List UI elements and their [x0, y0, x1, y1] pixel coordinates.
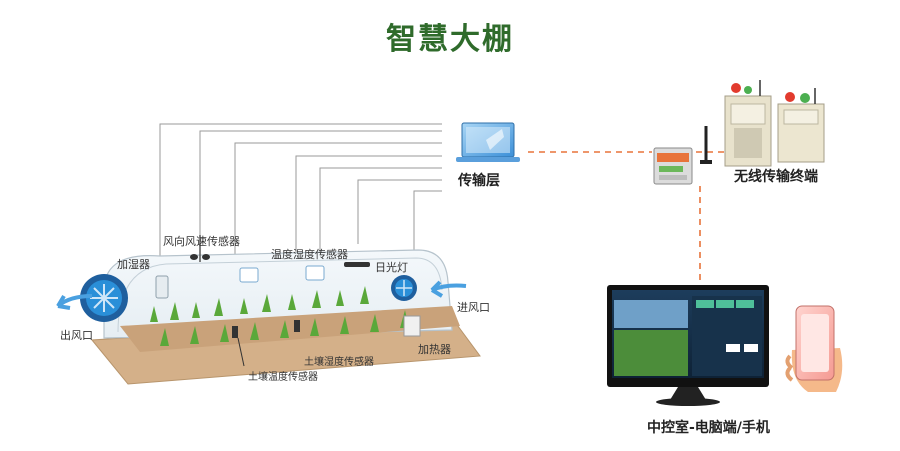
outlet-arrow-icon [56, 294, 93, 310]
air-outlet-label: 出风口 [60, 329, 93, 342]
inlet-fan-icon [391, 275, 417, 301]
grow-light-label: 日光灯 [375, 261, 408, 274]
laptop-icon [456, 122, 520, 162]
phone-hand-icon [785, 305, 843, 392]
heater-icon [403, 315, 421, 337]
soil-humidity-sensor-label: 土壤湿度传感器 [304, 357, 374, 368]
monitor-icon [607, 285, 769, 406]
humidifier-icon [155, 275, 169, 299]
wireless-links [528, 151, 726, 288]
dtu-router-icon [653, 126, 712, 185]
inlet-arrow-icon [430, 280, 467, 298]
wireless-terminal-label: 无线传输终端 [734, 169, 818, 185]
wind-sensor-label: 风向风速传感器 [163, 235, 240, 248]
greenhouse-illustration [56, 235, 481, 385]
soil-temp-sensor-label: 土壤温度传感器 [248, 372, 318, 383]
outlet-fan-icon [80, 274, 128, 322]
soil-sensor-icon [232, 326, 238, 338]
plants [150, 286, 409, 346]
air-sensor-icon [239, 267, 259, 283]
wind-sensor-icon [190, 235, 210, 262]
page-title: 智慧大棚 [386, 22, 514, 57]
control-room-label: 中控室-电脑端/手机 [647, 420, 770, 436]
humidifier-label: 加湿器 [117, 258, 150, 271]
temp-humidity-sensor-label: 温度湿度传感器 [271, 248, 348, 261]
heater-label: 加热器 [418, 343, 451, 356]
control-cabinet-icon [724, 80, 825, 167]
air-inlet-label: 进风口 [457, 301, 490, 314]
grow-light-icon [344, 262, 370, 267]
transport-layer-label: 传输层 [458, 173, 500, 189]
air-sensor-icon-2 [305, 265, 325, 281]
soil-sensor-icon-2 [294, 320, 300, 332]
